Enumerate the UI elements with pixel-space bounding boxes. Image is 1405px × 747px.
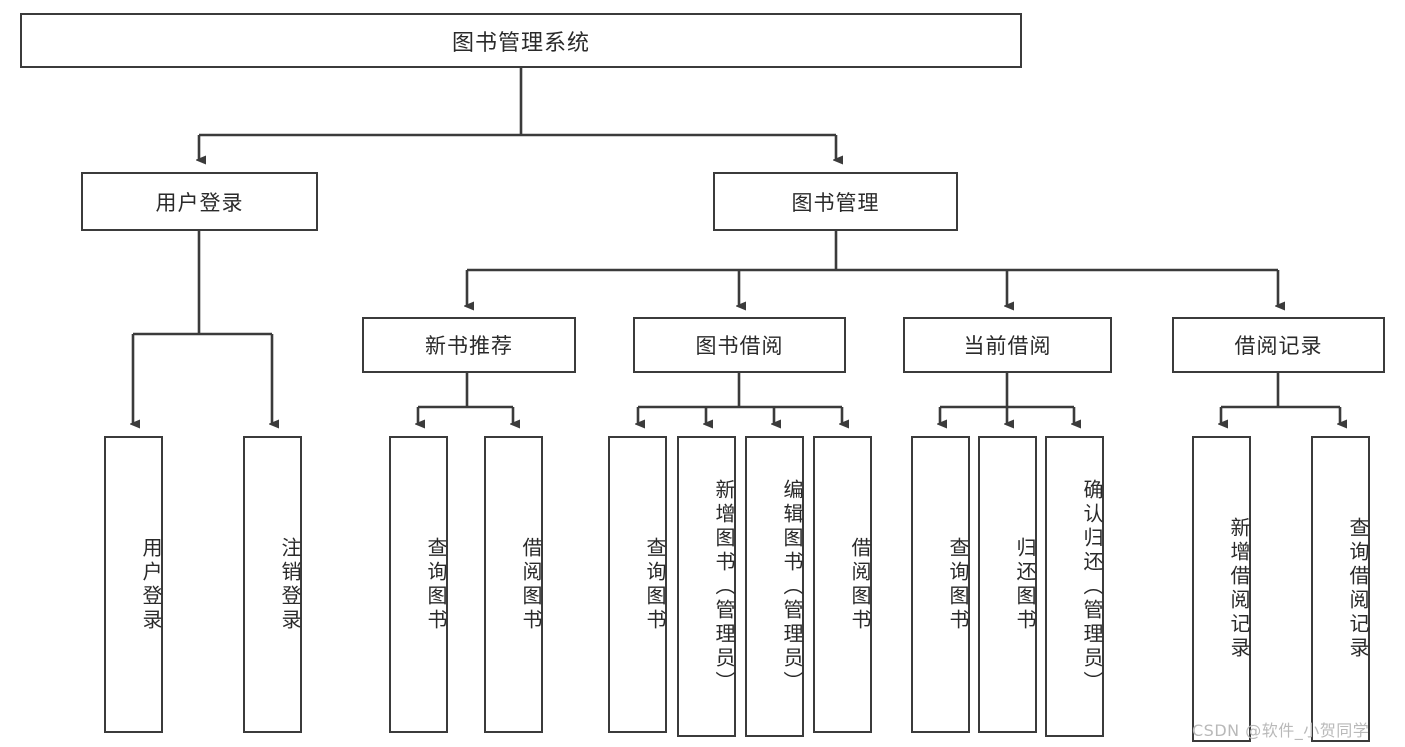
leaf-user-login[interactable]: 用户登录 — [104, 436, 163, 733]
node-label: 用户登录 — [139, 536, 163, 633]
node-current-borrow[interactable]: 当前借阅 — [903, 317, 1112, 373]
leaf-add-borrow-record[interactable]: 新增借阅记录 — [1192, 436, 1251, 742]
node-label: 用户登录 — [155, 190, 244, 215]
leaf-return-book[interactable]: 归还图书 — [978, 436, 1037, 733]
node-label: 查询图书 — [643, 536, 667, 633]
node-label: 新增图书（管理员） — [712, 478, 736, 695]
node-label: 借阅图书 — [519, 536, 543, 633]
node-label: 借阅图书 — [848, 536, 872, 633]
csdn-watermark: CSDN @软件_小贺同学 — [1192, 721, 1370, 740]
node-label: 注销登录 — [278, 536, 302, 633]
node-label: 借阅记录 — [1234, 334, 1323, 358]
leaf-query-borrow-record[interactable]: 查询借阅记录 — [1311, 436, 1370, 742]
node-new-book-recommend[interactable]: 新书推荐 — [362, 317, 576, 373]
leaf-confirm-return-admin[interactable]: 确认归还（管理员） — [1045, 436, 1104, 737]
node-label: 新增借阅记录 — [1227, 517, 1251, 661]
node-borrow-record[interactable]: 借阅记录 — [1172, 317, 1385, 373]
leaf-borrow-book-recommend[interactable]: 借阅图书 — [484, 436, 543, 733]
leaf-query-book[interactable]: 查询图书 — [608, 436, 667, 733]
node-label: 图书管理 — [791, 190, 880, 215]
node-book-management[interactable]: 图书管理 — [713, 172, 958, 231]
node-label: 确认归还（管理员） — [1080, 478, 1104, 695]
leaf-borrow-book[interactable]: 借阅图书 — [813, 436, 872, 733]
node-book-borrow[interactable]: 图书借阅 — [633, 317, 846, 373]
node-label: 新书推荐 — [425, 334, 513, 358]
leaf-query-book-recommend[interactable]: 查询图书 — [389, 436, 448, 733]
node-book-management-system[interactable]: 图书管理系统 — [20, 13, 1022, 68]
leaf-query-book-current[interactable]: 查询图书 — [911, 436, 970, 733]
node-label: 图书管理系统 — [451, 30, 590, 56]
node-label: 查询借阅记录 — [1346, 517, 1370, 661]
leaf-logout[interactable]: 注销登录 — [243, 436, 302, 733]
node-label: 查询图书 — [424, 536, 448, 633]
node-label: 当前借阅 — [963, 334, 1052, 358]
node-label: 编辑图书（管理员） — [780, 478, 804, 695]
node-user-login[interactable]: 用户登录 — [81, 172, 318, 231]
leaf-edit-book-admin[interactable]: 编辑图书（管理员） — [745, 436, 804, 737]
node-label: 归还图书 — [1013, 536, 1037, 633]
node-label: 查询图书 — [946, 536, 970, 633]
node-label: 图书借阅 — [695, 334, 784, 358]
leaf-add-book-admin[interactable]: 新增图书（管理员） — [677, 436, 736, 737]
